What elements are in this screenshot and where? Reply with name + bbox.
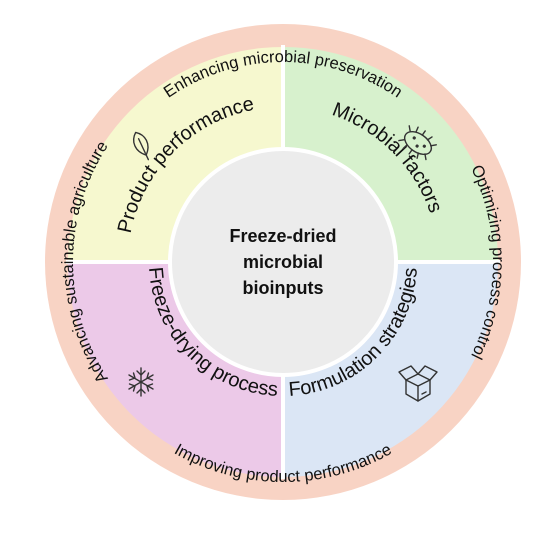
center-circle (168, 147, 398, 377)
microbe-icon (398, 125, 437, 161)
leaf-icon (133, 131, 150, 161)
center-title-line-2: microbial (243, 252, 323, 272)
snowflake-icon (128, 367, 154, 397)
package-box-icon (398, 365, 438, 402)
center-title-line-3: bioinputs (243, 278, 324, 298)
center-title-line-1: Freeze-dried (229, 226, 336, 246)
